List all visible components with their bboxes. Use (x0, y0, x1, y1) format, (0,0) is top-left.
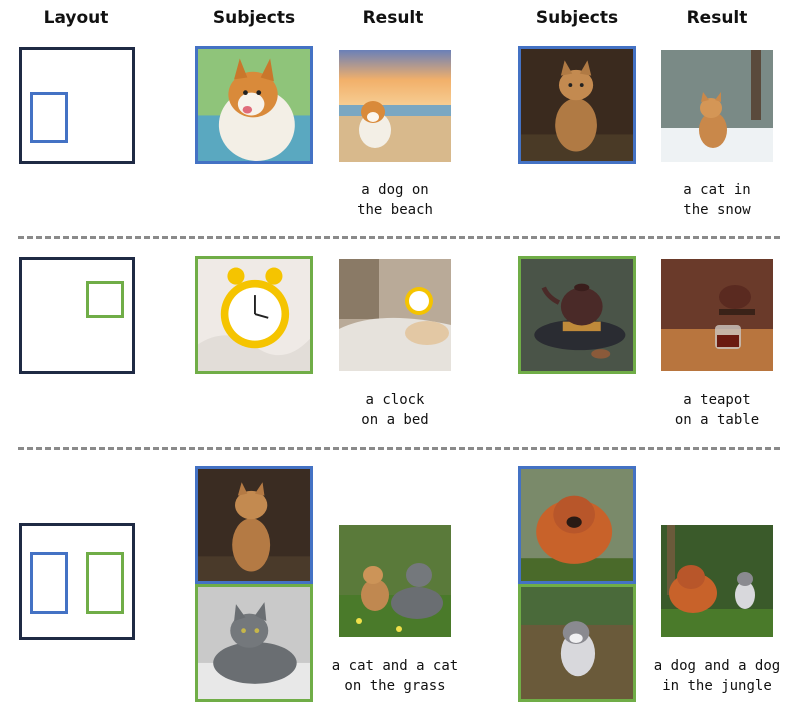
subject-image-cat-orange (195, 466, 313, 584)
caption-dogs-jungle: a dog and a dog in the jungle (653, 658, 781, 694)
result-image-teapot-table (661, 259, 773, 371)
layout-region-green (86, 552, 124, 614)
caption-teapot-table: a teapot on a table (674, 392, 760, 428)
layout-diagram-3 (19, 523, 135, 640)
subject-image-cat-gray (195, 584, 313, 702)
subject-image-husky (518, 584, 636, 702)
layout-diagram-2 (19, 257, 135, 374)
layout-region-blue (30, 92, 68, 143)
caption-cats-grass: a cat and a cat on the grass (331, 658, 459, 694)
subject-image-cat (518, 46, 636, 164)
header-subjects-1: Subjects (212, 8, 296, 28)
layout-region-green (86, 281, 124, 318)
result-image-cat-snow (661, 50, 773, 162)
subject-image-chow-chow (518, 466, 636, 584)
result-image-clock-bed (339, 259, 451, 371)
subject-image-teapot (518, 256, 636, 374)
subject-image-dog (195, 46, 313, 164)
subject-image-clock (195, 256, 313, 374)
caption-cat-snow: a cat in the snow (683, 182, 751, 218)
header-result-2: Result (686, 8, 748, 28)
caption-clock-bed: a clock on a bed (361, 392, 429, 428)
caption-dog-beach: a dog on the beach (357, 182, 433, 218)
row-divider-2 (18, 447, 780, 450)
result-image-cats-grass (339, 525, 451, 637)
layout-region-blue (30, 552, 68, 614)
header-result-1: Result (362, 8, 424, 28)
result-image-dog-beach (339, 50, 451, 162)
header-layout: Layout (43, 8, 109, 28)
row-divider-1 (18, 236, 780, 239)
header-subjects-2: Subjects (535, 8, 619, 28)
layout-diagram-1 (19, 47, 135, 164)
result-image-dogs-jungle (661, 525, 773, 637)
